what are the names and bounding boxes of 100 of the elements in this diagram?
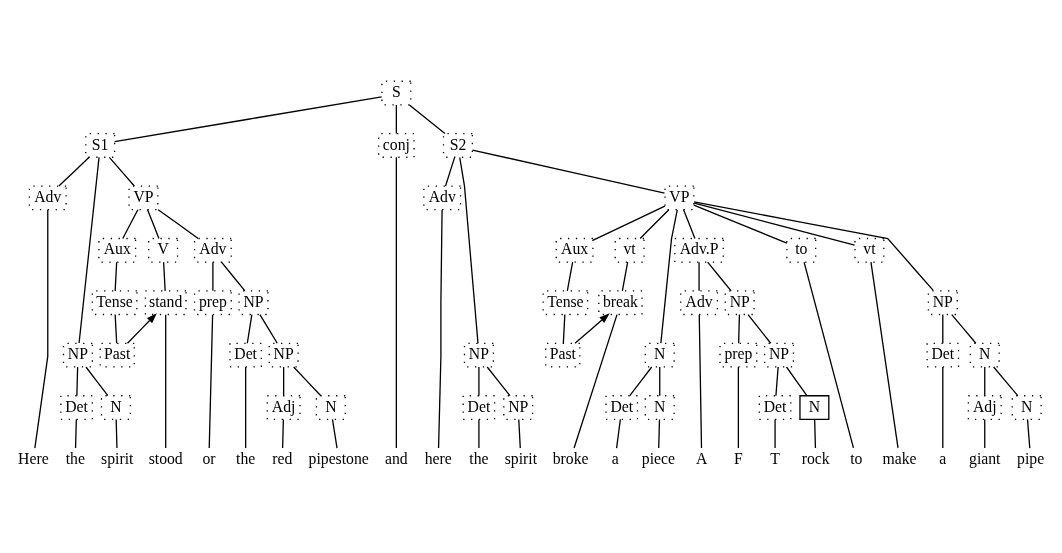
connector	[747, 313, 772, 344]
connector	[34, 209, 49, 449]
node-box: conj	[378, 133, 415, 158]
connector	[486, 366, 511, 397]
node-box: N	[1011, 395, 1042, 420]
node-text: here	[424, 450, 452, 468]
connector	[693, 201, 934, 292]
node-box: NP	[503, 395, 534, 420]
node-box: VP	[128, 185, 159, 211]
connector	[212, 261, 214, 292]
connector	[592, 205, 666, 241]
node-box: N	[644, 395, 675, 420]
node-box: NP	[763, 342, 795, 368]
connector	[444, 156, 456, 187]
node-text: the	[65, 450, 85, 468]
node-box: Adv	[680, 290, 719, 316]
node-box: break	[598, 290, 643, 316]
connector	[208, 314, 214, 449]
connector	[108, 156, 135, 187]
connector	[78, 156, 100, 344]
node-box: Adv	[28, 185, 67, 211]
node-text: F	[734, 450, 743, 468]
node-box: Adv	[193, 237, 232, 263]
connector	[114, 313, 118, 344]
connector	[471, 149, 666, 194]
connector	[281, 418, 285, 449]
node-box: Adv	[423, 185, 462, 211]
connector	[246, 313, 253, 344]
node-box: prep	[719, 342, 758, 368]
connector	[775, 366, 779, 397]
connector	[629, 366, 653, 397]
node-box: Det	[605, 395, 639, 420]
node-text: pipe	[1017, 450, 1045, 468]
connector	[785, 366, 808, 397]
connector	[293, 366, 322, 397]
connector	[146, 209, 160, 240]
node-box: NP	[927, 290, 958, 316]
connector	[163, 261, 166, 292]
connector	[774, 418, 776, 449]
connector	[459, 156, 479, 344]
connector	[639, 209, 670, 240]
node-box: N	[969, 342, 1000, 368]
connector	[76, 366, 79, 397]
node-text: a	[939, 450, 947, 468]
arrow	[574, 313, 610, 344]
connector	[803, 261, 855, 449]
node-box: S1	[85, 133, 116, 158]
node-box: stand	[144, 290, 187, 316]
connector	[870, 261, 899, 449]
connector	[707, 261, 732, 292]
connector	[658, 418, 661, 449]
connector	[157, 209, 199, 240]
connector	[984, 366, 986, 397]
node-text: the	[236, 450, 256, 468]
connector	[951, 313, 977, 344]
node-box: vt	[614, 237, 645, 263]
node-text: pipestone	[308, 450, 369, 468]
node-box: N	[315, 395, 346, 420]
node-box: VP	[664, 185, 695, 211]
node-text: spirit	[504, 450, 537, 468]
connector	[562, 313, 566, 344]
node-box: N	[799, 395, 830, 420]
connector	[682, 209, 696, 240]
node-box: S2	[442, 133, 473, 158]
connector	[693, 202, 856, 246]
connector	[698, 314, 703, 449]
connector	[814, 418, 817, 449]
node-box: Tense	[542, 290, 589, 316]
node-text: broke	[552, 450, 589, 468]
connector	[738, 313, 741, 344]
node-box: vt	[854, 237, 885, 263]
node-box: Tense	[91, 290, 138, 316]
node-box: N	[100, 395, 131, 420]
node-box: NP	[463, 342, 494, 368]
connector	[942, 366, 944, 449]
node-text: a	[611, 450, 619, 468]
connector	[737, 366, 740, 449]
node-text: stood	[148, 450, 183, 468]
connector	[245, 366, 247, 449]
connector	[660, 209, 678, 344]
connector	[115, 418, 118, 449]
connector	[259, 313, 278, 344]
node-box: Adj	[967, 395, 1002, 420]
connector	[478, 366, 480, 397]
node-text: spirit	[101, 450, 134, 468]
node-text: the	[469, 450, 489, 468]
connector	[984, 418, 986, 449]
node-text: piece	[641, 450, 676, 468]
connector	[437, 209, 443, 449]
connector	[1026, 418, 1031, 449]
connector	[165, 314, 167, 449]
connector	[220, 261, 246, 292]
node-text: and	[385, 450, 408, 468]
node-box: Aux	[98, 237, 137, 263]
connector	[331, 418, 338, 449]
node-text: to	[850, 450, 863, 468]
connector	[113, 96, 383, 143]
connector	[993, 366, 1019, 397]
connector	[942, 313, 944, 344]
node-box: Aux	[555, 237, 594, 263]
